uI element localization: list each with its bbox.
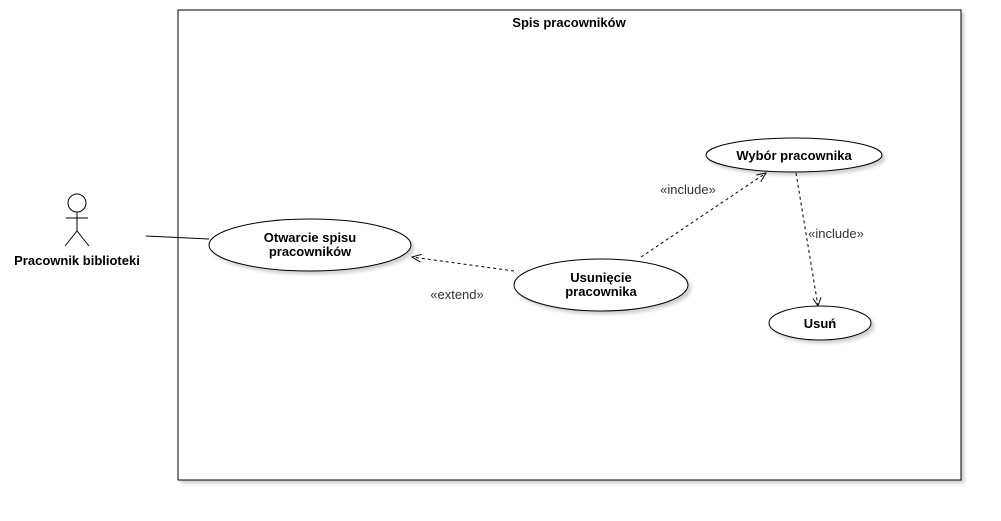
include-label-wybor: «include» <box>660 182 716 197</box>
extend-label: «extend» <box>430 287 484 302</box>
system-title: Spis pracowników <box>512 15 626 30</box>
use-case-otwarcie-line2: pracowników <box>269 244 352 259</box>
include-label-usun: «include» <box>808 226 864 241</box>
use-case-usuniecie-line1: Usunięcie <box>570 270 631 285</box>
actor-pracownik-biblioteki[interactable]: Pracownik biblioteki <box>14 193 140 268</box>
use-case-usun[interactable]: Usuń <box>768 305 872 341</box>
association-line <box>145 235 210 240</box>
open-arrowhead-icon <box>756 172 768 182</box>
extend-relation[interactable]: «extend» <box>410 253 515 302</box>
include-relation-wybor[interactable]: «include» <box>640 172 768 258</box>
open-arrowhead-icon <box>410 253 422 263</box>
use-case-otwarcie-line1: Otwarcie spisu <box>264 230 357 245</box>
use-case-usuniecie-pracownika[interactable]: Usunięcie pracownika <box>513 258 689 312</box>
stick-figure-icon <box>64 193 90 247</box>
use-case-usuniecie-line2: pracownika <box>565 284 637 299</box>
use-case-wybor-label: Wybór pracownika <box>736 148 852 163</box>
actor-name: Pracownik biblioteki <box>14 253 140 268</box>
use-case-otwarcie-spisu[interactable]: Otwarcie spisu pracowników <box>208 218 412 272</box>
use-case-usun-label: Usuń <box>804 316 837 331</box>
use-case-wybor-pracownika[interactable]: Wybór pracownika <box>705 137 883 173</box>
